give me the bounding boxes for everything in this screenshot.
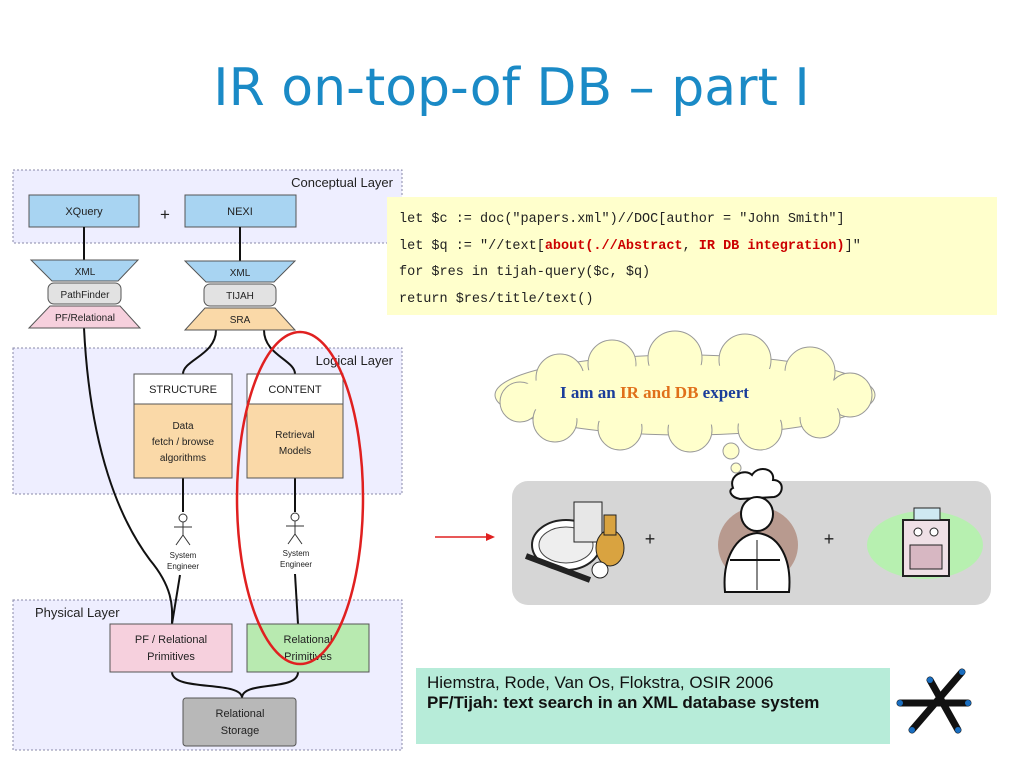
- illustration-plus-2: +: [824, 529, 835, 549]
- xquery-box: [28, 194, 140, 228]
- reference-title: PF/Tijah: text search in an XML database…: [427, 693, 820, 712]
- content-header-box: [246, 373, 344, 405]
- tijah-box: [203, 283, 277, 307]
- highlight-ellipse: [235, 330, 365, 666]
- oven-icon: [867, 507, 983, 579]
- nexi-label: NEXI: [227, 206, 253, 218]
- relational-primitives-line1: Relational: [284, 634, 333, 646]
- engineer-left-line2: Engineer: [167, 562, 199, 571]
- engineer-figure-left: [174, 513, 192, 546]
- logical-layer-label: Logical Layer: [316, 353, 394, 368]
- slide-title: IR on-top-of DB – part I: [213, 58, 810, 118]
- structure-header: STRUCTURE: [149, 384, 217, 396]
- engineer-right-line2: Engineer: [280, 560, 312, 569]
- baking-ingredients-icon: [524, 501, 625, 583]
- thought-part: I am an: [560, 383, 620, 402]
- code-line: return $res/title/text(): [399, 291, 594, 307]
- pf-relational-trapezoid: [27, 305, 142, 329]
- code-line: for $res in tijah-query($c, $q): [399, 265, 651, 280]
- code-keyword: about(.//Abstract: [544, 238, 683, 254]
- thought-part: expert: [698, 383, 749, 402]
- xquery-label: XQuery: [65, 206, 103, 218]
- reference-box: Hiemstra, Rode, Van Os, Flokstra, OSIR 2…: [416, 668, 890, 744]
- pf-primitives-line1: PF / Relational: [135, 634, 207, 646]
- relational-storage-line1: Relational: [216, 708, 265, 720]
- thought-text: I am an IR and DB expert: [560, 383, 749, 403]
- connector-lines: [83, 227, 299, 699]
- conceptual-layer-label: Conceptual Layer: [291, 175, 394, 190]
- right-xml-label: XML: [230, 268, 251, 279]
- pf-primitives-line2: Primitives: [147, 651, 195, 663]
- content-header: CONTENT: [268, 384, 321, 396]
- university-logo: [896, 668, 972, 734]
- thought-cloud: [494, 330, 876, 484]
- tijah-label: TIJAH: [226, 291, 254, 302]
- engineer-left-line1: System: [170, 551, 197, 560]
- nexi-box: [184, 194, 297, 228]
- illustration-plus-1: +: [645, 529, 656, 549]
- content-line2: Models: [279, 446, 311, 457]
- structure-line1: Data: [172, 421, 194, 432]
- concept-plus: +: [160, 205, 170, 224]
- relational-storage-line2: Storage: [221, 725, 260, 737]
- xquery-code-block: let $c := doc("papers.xml")//DOC[author …: [387, 197, 997, 315]
- pf-relational-label: PF/Relational: [55, 313, 115, 324]
- structure-line2: fetch / browse: [152, 437, 215, 448]
- relational-storage-box: [182, 697, 297, 747]
- code-fragment: ]": [844, 238, 861, 254]
- reference-authors: Hiemstra, Rode, Van Os, Flokstra, OSIR 2…: [427, 673, 774, 692]
- sra-label: SRA: [230, 315, 251, 326]
- right-xml-trapezoid: [183, 260, 297, 283]
- sra-trapezoid: [183, 307, 297, 331]
- engineer-figure-right: [286, 512, 304, 545]
- pf-primitives-box: [109, 623, 233, 673]
- thought-highlight: IR and DB: [619, 383, 699, 402]
- left-xml-trapezoid: [29, 259, 140, 282]
- content-line1: Retrieval: [275, 430, 314, 441]
- code-fragment: let $q := "//text[: [399, 238, 545, 254]
- code-fragment: ,: [682, 238, 699, 254]
- pathfinder-label: PathFinder: [61, 290, 111, 301]
- pathfinder-box: [47, 282, 122, 305]
- code-line: let $c := doc("papers.xml")//DOC[author …: [399, 212, 845, 227]
- code-keyword: IR DB integration): [698, 238, 845, 254]
- chef-icon: [718, 468, 798, 593]
- code-line: let $q := "//text[about(.//Abstract, IR …: [399, 234, 985, 261]
- structure-line3: algorithms: [160, 453, 206, 464]
- engineer-right-line1: System: [283, 549, 310, 558]
- left-xml-label: XML: [75, 267, 96, 278]
- relational-primitives-box: [246, 623, 370, 673]
- physical-layer-label: Physical Layer: [35, 605, 120, 620]
- structure-header-box: [133, 373, 233, 405]
- red-arrow-icon: [435, 533, 495, 541]
